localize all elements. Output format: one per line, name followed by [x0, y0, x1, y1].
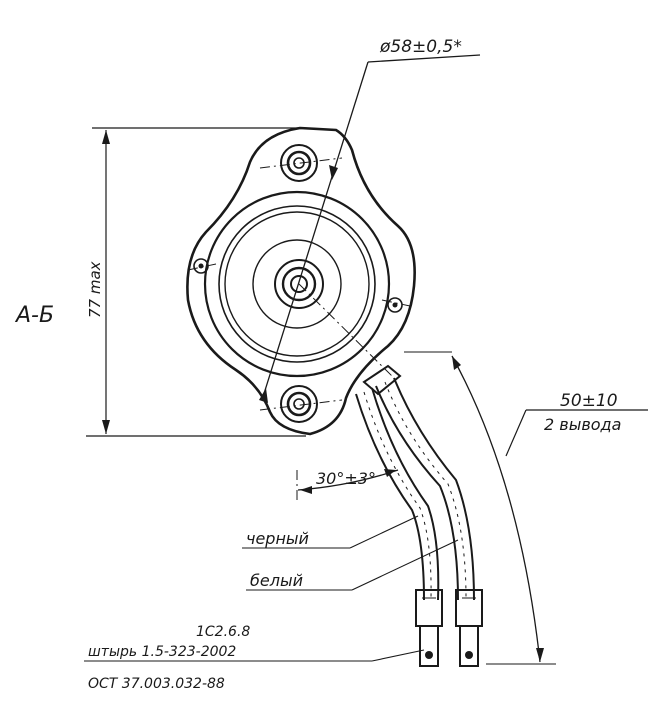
terminal-left [415, 589, 443, 667]
white-wire-label: белый [250, 571, 303, 590]
motor-body [203, 190, 391, 378]
mounting-hole-top [280, 144, 318, 182]
mounting-flange [186, 126, 416, 436]
side-rivet-right [387, 297, 403, 313]
center-lines [187, 157, 411, 500]
lead-length-dimension [404, 351, 648, 665]
diameter-label: ø58±0,5* [379, 37, 462, 57]
black-wire-label: черный [246, 529, 309, 548]
lead-count-label: 2 вывода [544, 415, 621, 434]
shaft-boss [274, 259, 324, 309]
terminal-right [455, 589, 483, 667]
mounting-hole-bottom [280, 385, 318, 423]
white-wire [375, 377, 475, 601]
view-label: А-Б [14, 303, 54, 328]
height-label: 77 max [86, 261, 104, 318]
angle-label: 30°±3° [316, 469, 376, 488]
wire-callout-lines [242, 515, 459, 591]
black-wire [355, 387, 440, 601]
terminal-code-label: штырь 1.5-323-2002 [88, 644, 236, 660]
lead-length-label: 50±10 [560, 391, 618, 411]
height-dimension [86, 127, 306, 437]
terminal-callout-lines [84, 649, 425, 662]
angle-dimension [297, 469, 399, 494]
terminal-standard-label: ОСТ 37.003.032-88 [88, 676, 225, 692]
diameter-dimension [259, 54, 481, 403]
terminal-code-top: 1С2.6.8 [196, 624, 250, 640]
